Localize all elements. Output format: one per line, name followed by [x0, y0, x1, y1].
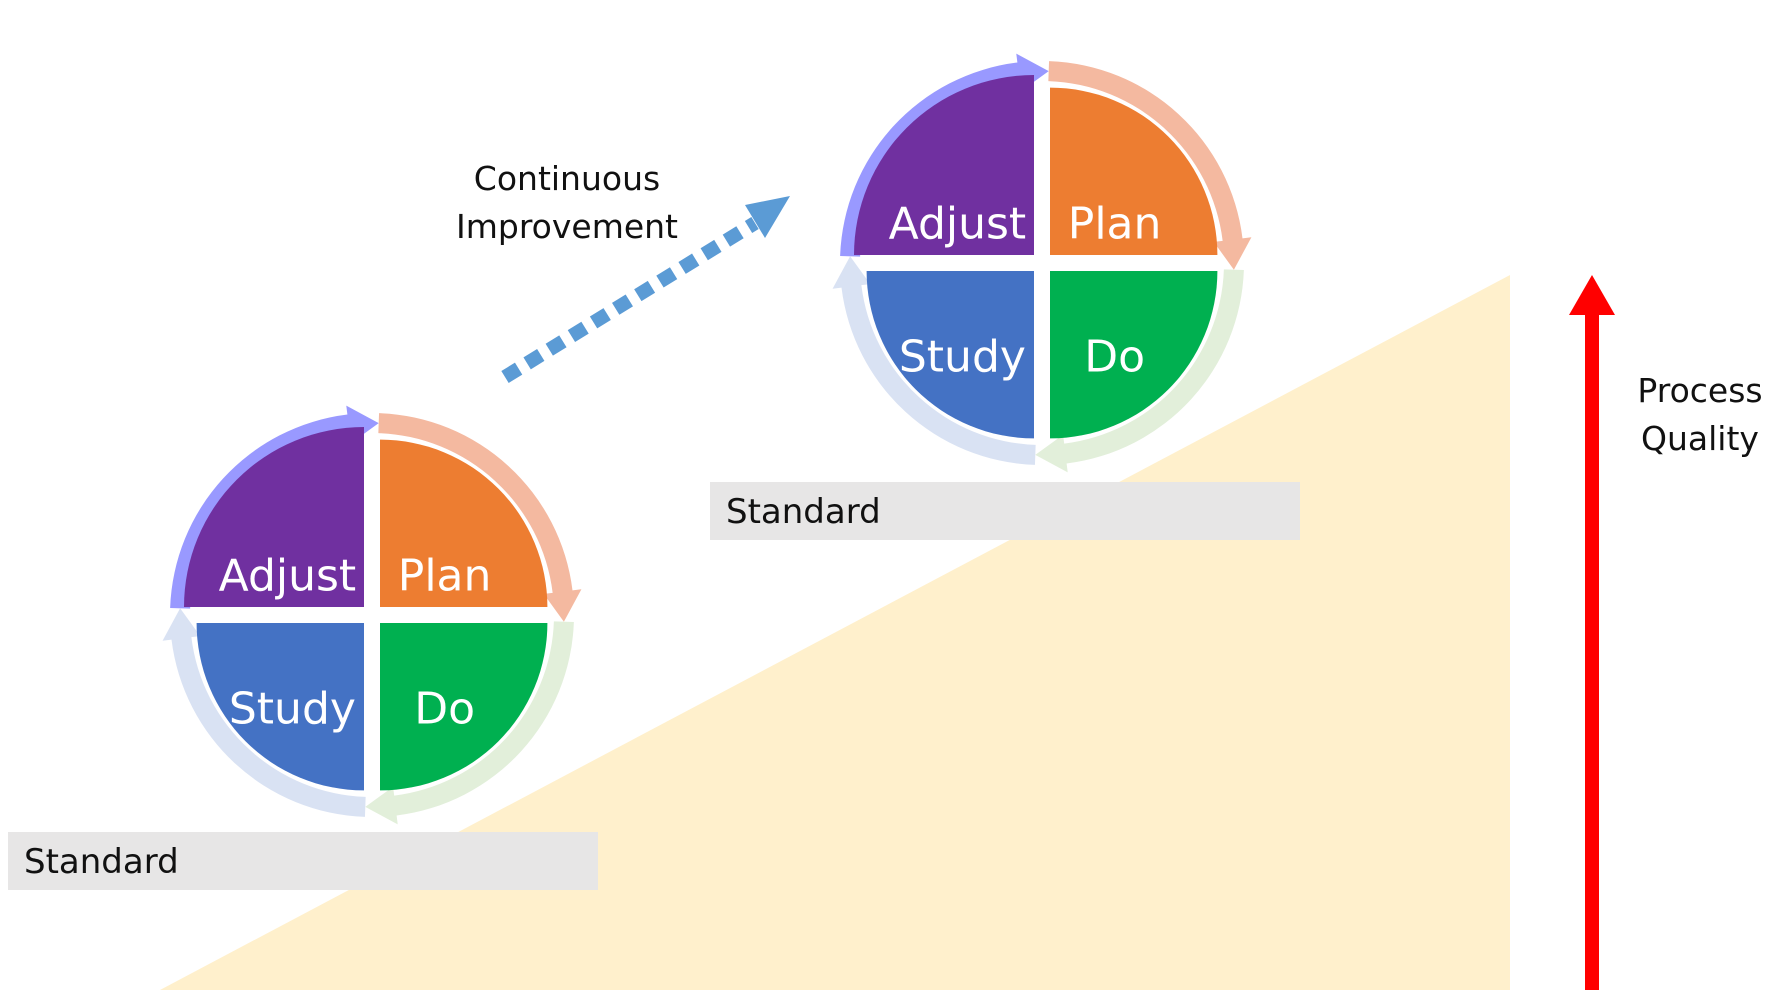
study-quadrant [196, 623, 364, 791]
quality-ramp [160, 275, 1510, 990]
adjust-label: Adjust [889, 198, 1027, 249]
process-quality-label-line1: Process [1637, 371, 1762, 410]
standard-label-upper: Standard [726, 492, 881, 532]
plan-label: Plan [1068, 198, 1162, 249]
standard-label-lower: Standard [24, 842, 179, 882]
adjust-quadrant [184, 427, 364, 607]
plan-quadrant [1050, 87, 1218, 255]
plan-quadrant [380, 439, 548, 607]
study-quadrant [866, 271, 1034, 439]
do-quadrant [1050, 271, 1218, 439]
study-ring-arrow [162, 608, 366, 817]
plan-ring-arrow [1048, 61, 1252, 270]
continuous-improvement-arrow [501, 196, 790, 383]
do-label: Do [1084, 332, 1145, 383]
standard-bar-upper [710, 482, 1300, 540]
pdca-cycle-lower: Adjust Plan Study Do [162, 405, 582, 825]
do-ring-arrow [1035, 269, 1244, 473]
adjust-quadrant [854, 75, 1034, 255]
study-label: Study [899, 332, 1026, 383]
process-quality-arrow [1569, 275, 1615, 990]
do-label: Do [414, 684, 475, 735]
adjust-label: Adjust [219, 550, 357, 601]
plan-ring-arrow [378, 413, 582, 622]
study-label: Study [229, 684, 356, 735]
plan-label: Plan [398, 550, 492, 601]
study-ring-arrow [832, 256, 1036, 465]
do-ring-arrow [365, 621, 574, 825]
continuous-improvement-label-line2: Improvement [456, 207, 678, 246]
continuous-improvement-label-line1: Continuous [474, 159, 660, 198]
pdca-cycle-upper: Adjust Plan Study Do [832, 53, 1252, 473]
process-quality-label-line2: Quality [1641, 419, 1759, 458]
standard-bar-lower [8, 832, 598, 890]
do-quadrant [380, 623, 548, 791]
